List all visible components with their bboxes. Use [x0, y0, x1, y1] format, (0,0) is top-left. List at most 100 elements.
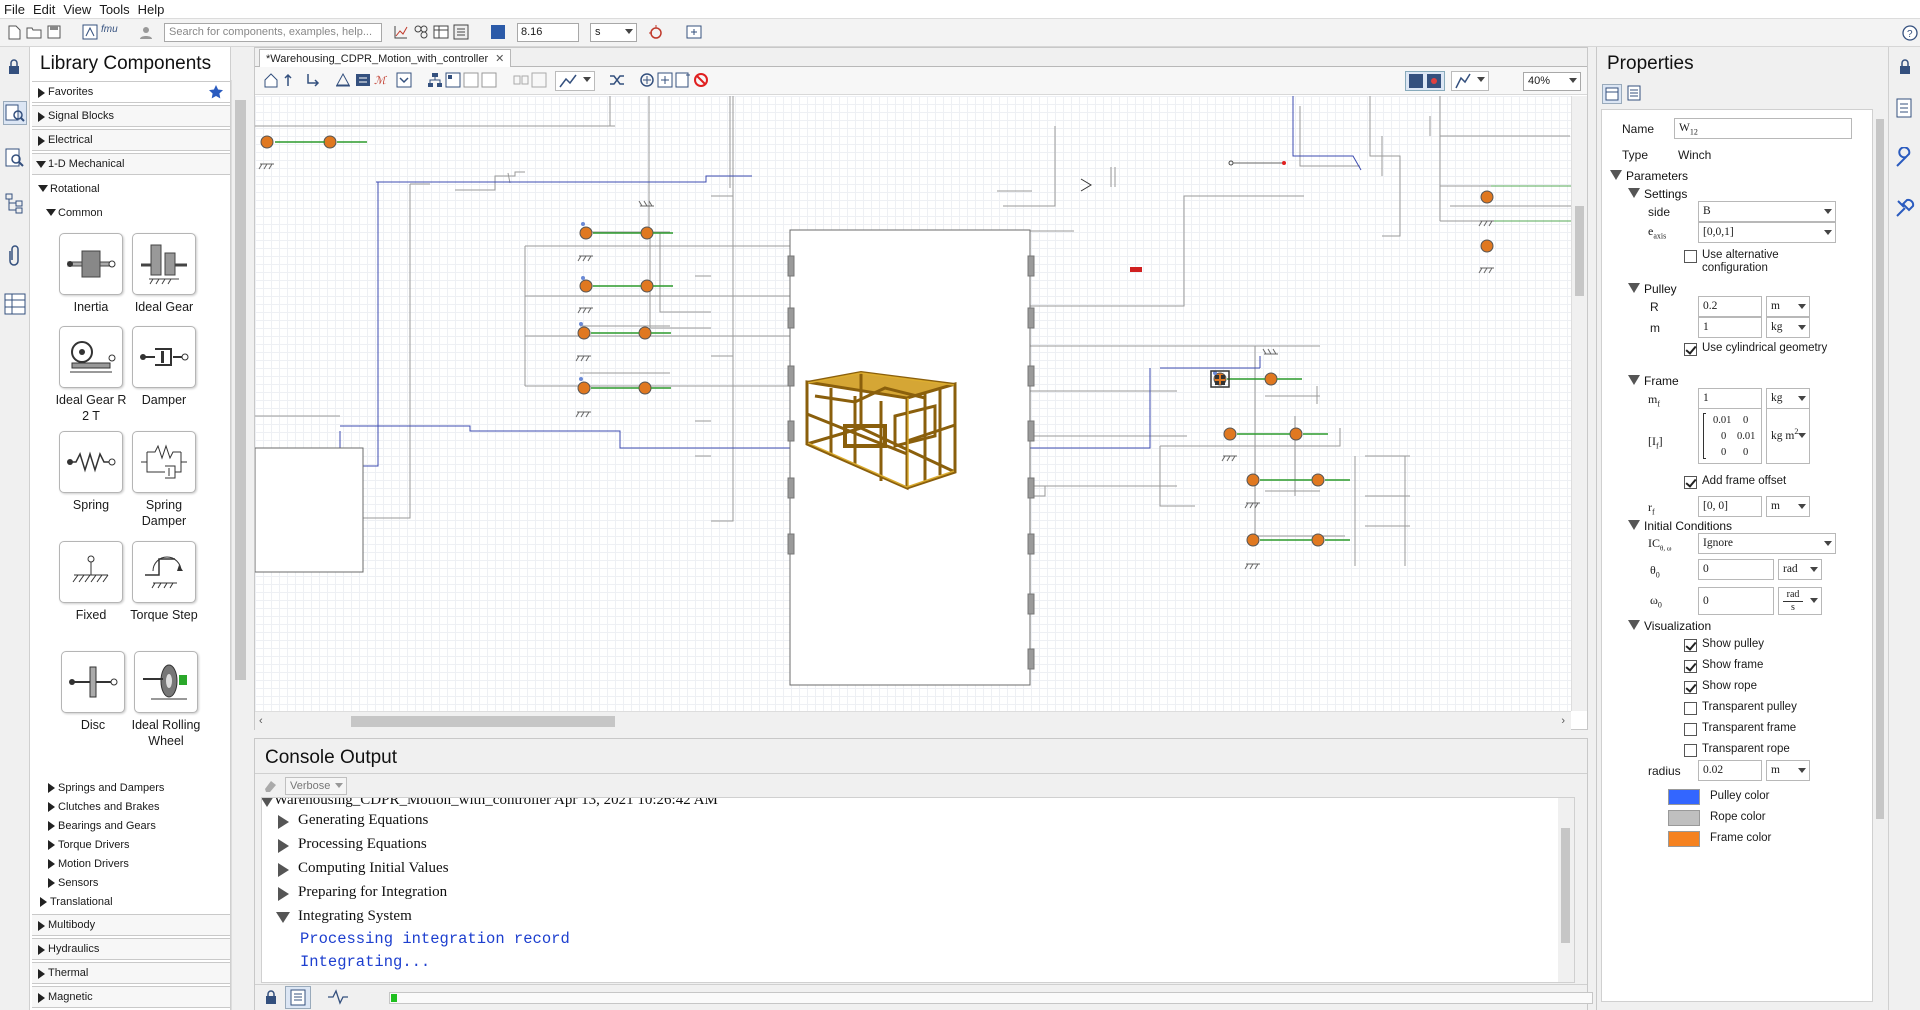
menu-tools[interactable]: Tools: [99, 2, 130, 17]
icon-view-icon[interactable]: [463, 72, 479, 88]
document-view-icon[interactable]: [445, 72, 461, 88]
tree-node-sensors[interactable]: Sensors: [44, 875, 98, 891]
fmu-button[interactable]: fmu: [101, 24, 118, 35]
console-log-icon[interactable]: [285, 986, 311, 1009]
library-row-thermal[interactable]: Thermal: [32, 962, 230, 984]
library-row-signal-blocks[interactable]: Signal Blocks: [32, 105, 230, 127]
open-folder-icon[interactable]: [26, 24, 42, 40]
lock-icon[interactable]: [1898, 59, 1912, 75]
cdpr-subsystem-block[interactable]: [789, 229, 1031, 686]
frame-inertia-unit[interactable]: kg m2: [1766, 408, 1810, 464]
ic-select[interactable]: Ignore: [1698, 533, 1836, 554]
name-input[interactable]: W12: [1674, 118, 1852, 139]
layout-tree-icon[interactable]: [427, 72, 443, 88]
home-icon[interactable]: [263, 72, 279, 88]
close-icon[interactable]: ✕: [495, 53, 505, 65]
menu-file[interactable]: File: [4, 2, 25, 17]
table-icon[interactable]: [433, 24, 449, 40]
component-ideal-gear[interactable]: Ideal Gear: [127, 233, 201, 315]
axis-select[interactable]: [0,0,1]: [1698, 222, 1836, 243]
verbosity-select[interactable]: Verbose: [285, 777, 347, 795]
create-subsystem-icon[interactable]: [335, 72, 351, 88]
collapse-icon[interactable]: [1628, 375, 1640, 385]
console-scrollbar[interactable]: [1558, 798, 1574, 982]
collapse-icon[interactable]: [1628, 520, 1640, 530]
equation-icon[interactable]: ℳ: [373, 72, 389, 88]
theta0-input[interactable]: 0: [1698, 559, 1774, 580]
component-ideal-rolling-wheel[interactable]: Ideal Rolling Wheel: [129, 651, 203, 749]
parameter-block-icon[interactable]: [355, 72, 371, 88]
collapse-icon[interactable]: [1610, 170, 1622, 180]
disable-icon[interactable]: [693, 72, 709, 88]
frame-offset-checkbox[interactable]: [1684, 476, 1697, 489]
cylindrical-geometry-checkbox[interactable]: [1684, 343, 1697, 356]
frame-inertia-matrix[interactable]: 0.01 0 0 0.01 0 0: [1698, 408, 1762, 464]
component-inertia[interactable]: Inertia: [54, 233, 128, 315]
scroll-thumb[interactable]: [1876, 119, 1884, 819]
component-torque-step[interactable]: Torque Step: [127, 541, 201, 623]
scroll-right-icon[interactable]: ›: [1561, 715, 1565, 727]
color-swatch[interactable]: [1668, 810, 1700, 826]
collapse-icon[interactable]: [276, 912, 290, 923]
add-window-icon[interactable]: [686, 24, 702, 40]
log-stage[interactable]: Integrating System: [276, 908, 412, 925]
menu-help[interactable]: Help: [137, 2, 165, 17]
color-swatch[interactable]: [1668, 789, 1700, 805]
mass-unit[interactable]: kg: [1766, 317, 1810, 338]
scroll-thumb[interactable]: [235, 100, 246, 680]
star-icon[interactable]: [208, 84, 224, 100]
diagram-settings-dropdown[interactable]: [1451, 71, 1489, 91]
help-icon[interactable]: ?: [1902, 25, 1918, 41]
rope-radius-input[interactable]: 0.02: [1698, 760, 1762, 781]
diagram-vertical-scrollbar[interactable]: [1571, 96, 1587, 711]
scroll-thumb[interactable]: [1561, 828, 1570, 943]
side-select[interactable]: B: [1698, 201, 1836, 222]
model-export-icon[interactable]: [82, 24, 98, 40]
collapse-icon[interactable]: [262, 798, 274, 807]
disconnect-icon[interactable]: [513, 72, 529, 88]
frame-mass-input[interactable]: 1: [1698, 388, 1762, 409]
components-icon[interactable]: [413, 24, 429, 40]
section-parameters[interactable]: Parameters: [1610, 169, 1688, 183]
visualization-checkbox[interactable]: [1684, 660, 1697, 673]
library-row-1d-mechanical[interactable]: 1-D Mechanical: [32, 153, 230, 175]
omega0-input[interactable]: 0: [1698, 587, 1774, 615]
section-settings[interactable]: Settings: [1628, 187, 1687, 201]
time-unit-select[interactable]: s: [590, 23, 637, 42]
debug-icon[interactable]: [648, 24, 664, 40]
new-file-icon[interactable]: [6, 24, 22, 40]
documentation-icon[interactable]: [1894, 97, 1918, 123]
radius-R-unit[interactable]: m: [1766, 296, 1810, 317]
visualization-checkbox[interactable]: [1684, 723, 1697, 736]
shuffle-icon[interactable]: [609, 72, 625, 88]
collapse-icon[interactable]: [1628, 188, 1640, 198]
tree-node-common[interactable]: Common: [44, 205, 103, 221]
component-damper[interactable]: Damper: [127, 326, 201, 408]
add-monitor-icon[interactable]: [657, 72, 673, 88]
component-ideal-gear-r2t[interactable]: Ideal Gear R 2 T: [54, 326, 128, 424]
diagram-canvas[interactable]: [255, 96, 1571, 711]
frame-offset-unit[interactable]: m: [1766, 496, 1810, 517]
library-browser-icon[interactable]: [3, 101, 27, 125]
collapse-icon[interactable]: [1628, 283, 1640, 293]
view-toggle-group[interactable]: [1405, 71, 1445, 91]
description-view-icon[interactable]: [1625, 84, 1645, 104]
expand-icon[interactable]: [278, 839, 289, 853]
wrench-icon[interactable]: [1894, 147, 1916, 169]
log-stage[interactable]: Generating Equations: [278, 812, 428, 829]
component-fixed[interactable]: Fixed: [54, 541, 128, 623]
library-row-multibody[interactable]: Multibody: [32, 914, 230, 936]
properties-view-icon[interactable]: [1602, 84, 1622, 104]
search-input[interactable]: Search for components, examples, help...: [164, 23, 382, 42]
component-spring[interactable]: Spring: [54, 431, 128, 513]
simulation-time-input[interactable]: 8.16: [517, 23, 579, 42]
library-row-hydraulics[interactable]: Hydraulics: [32, 938, 230, 960]
rotate-icon[interactable]: [531, 72, 547, 88]
frame-mass-unit[interactable]: kg: [1766, 388, 1810, 409]
menu-view[interactable]: View: [63, 2, 92, 17]
section-visualization[interactable]: Visualization: [1628, 619, 1711, 633]
save-icon[interactable]: [46, 24, 62, 40]
tree-node-bearings-and-gears[interactable]: Bearings and Gears: [44, 818, 156, 834]
go-up-icon[interactable]: [283, 72, 299, 88]
